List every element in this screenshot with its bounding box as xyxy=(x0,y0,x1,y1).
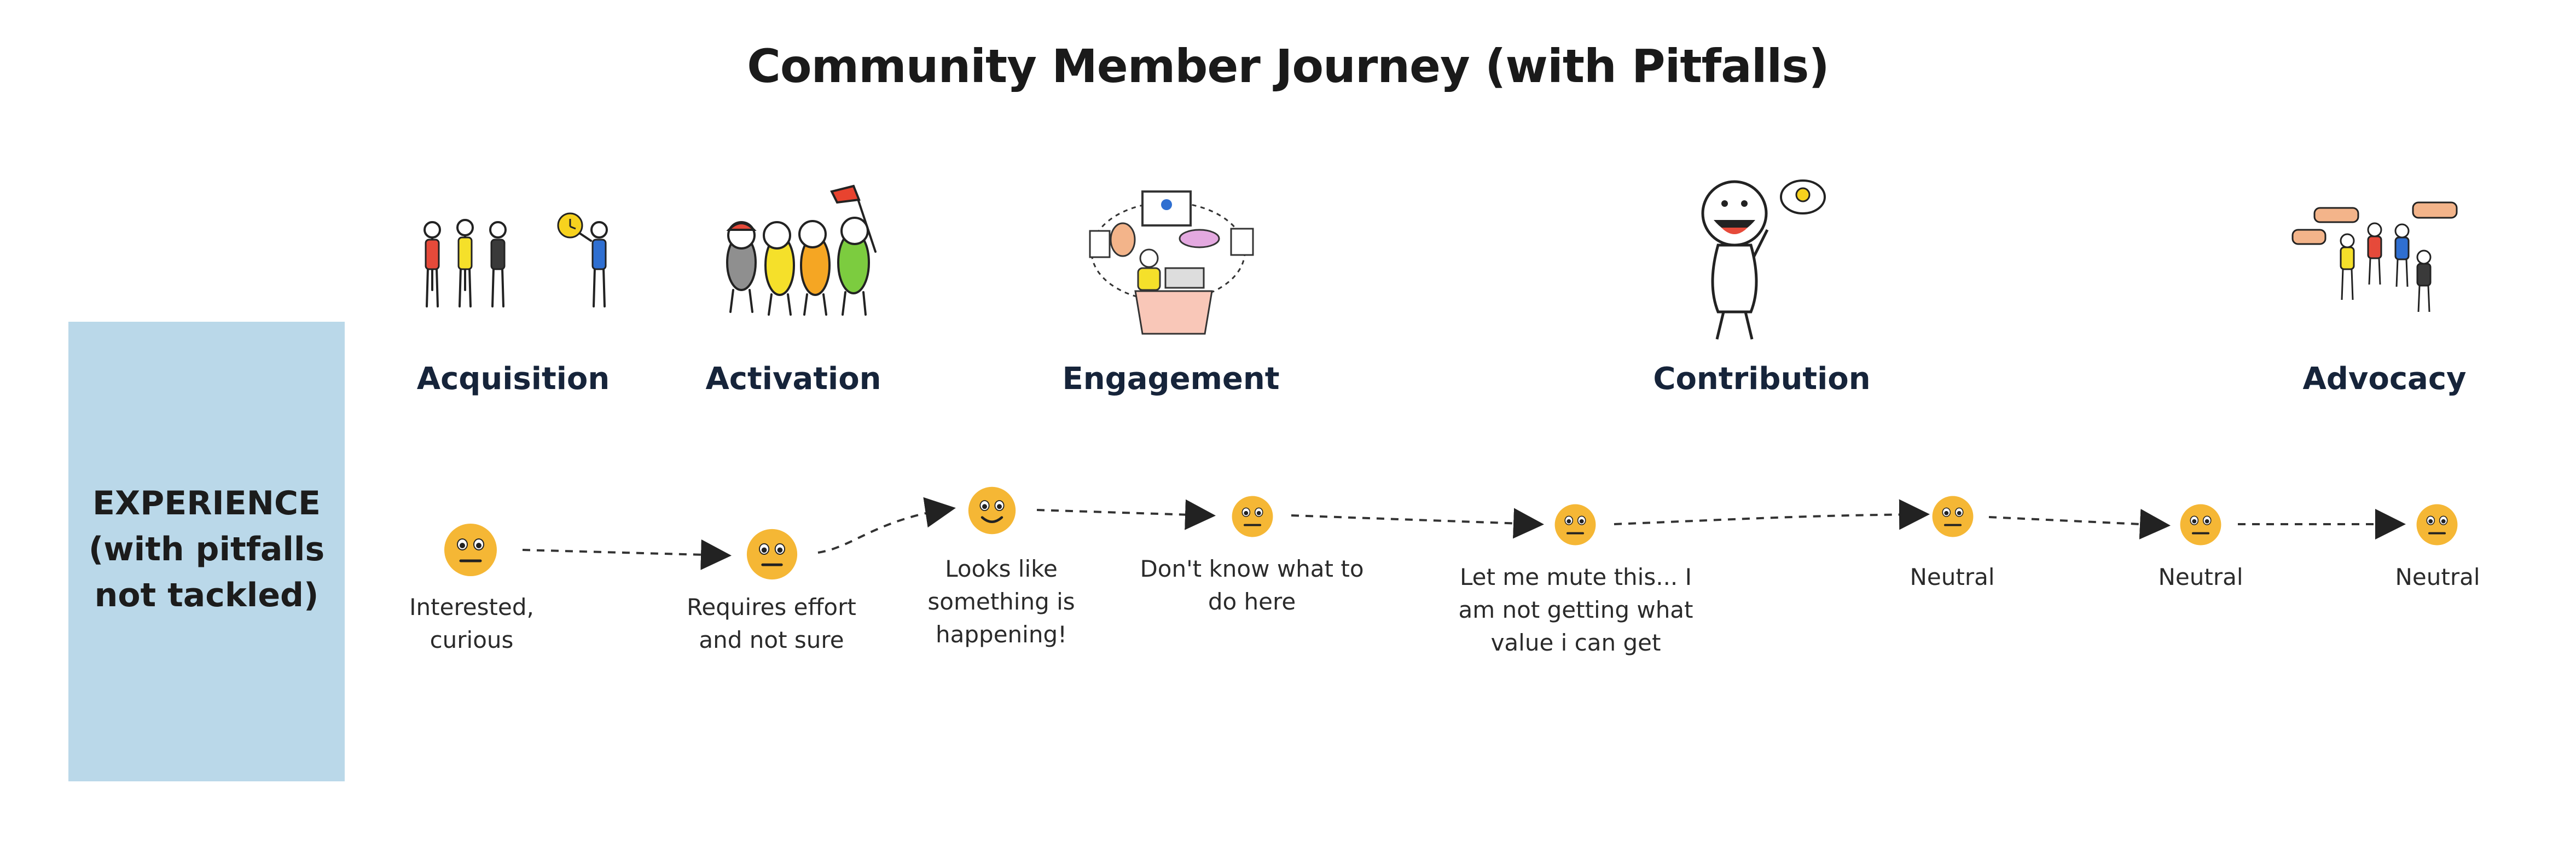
experience-row-label: EXPERIENCE (with pitfalls not tackled) xyxy=(88,484,325,614)
connector-4 xyxy=(1291,508,1544,539)
experience-caption: Looks like something is happening! xyxy=(927,555,1075,648)
emoji-face-neutral xyxy=(746,529,798,580)
experience-caption: Interested, curious xyxy=(409,594,534,653)
stage-label-acquisition: Acquisition xyxy=(416,361,610,397)
contribution-illustration xyxy=(1701,179,1826,340)
experience-caption: Don't know what to do here xyxy=(1140,555,1364,615)
connector-3 xyxy=(1036,499,1216,530)
advocacy-illustration xyxy=(2291,201,2458,312)
emoji-face-neutral xyxy=(1554,504,1596,546)
stage-label-engagement: Engagement xyxy=(1062,361,1280,397)
stage-label-activation: Activation xyxy=(705,361,881,397)
emoji-face-neutral xyxy=(2416,504,2458,546)
experience-caption: Neutral xyxy=(1910,564,1995,590)
emoji-face-neutral xyxy=(1232,496,1273,537)
experience-caption: Neutral xyxy=(2158,564,2243,590)
activation-illustration xyxy=(726,184,877,316)
connector-6 xyxy=(1988,508,2171,539)
acquisition-illustration xyxy=(423,212,608,308)
experience-caption: Let me mute this... I am not getting wha… xyxy=(1458,564,1693,656)
emoji-face-neutral xyxy=(2180,504,2221,546)
stage-label-contribution: Contribution xyxy=(1653,361,1871,397)
page-title: Community Member Journey (with Pitfalls) xyxy=(747,39,1829,93)
experience-caption: Neutral xyxy=(2395,564,2480,590)
connector-5 xyxy=(1614,499,1930,530)
emoji-face-smiling xyxy=(968,486,1016,535)
experience-caption: Requires effort and not sure xyxy=(687,594,856,653)
emoji-face-neutral xyxy=(444,524,497,576)
stage-label-advocacy: Advocacy xyxy=(2302,361,2467,397)
engagement-illustration xyxy=(1089,190,1254,335)
experience-row-label-box: EXPERIENCE (with pitfalls not tackled) xyxy=(68,322,345,781)
emoji-face-neutral xyxy=(1932,496,1974,537)
connector-2 xyxy=(817,497,956,554)
connector-1 xyxy=(522,539,732,570)
